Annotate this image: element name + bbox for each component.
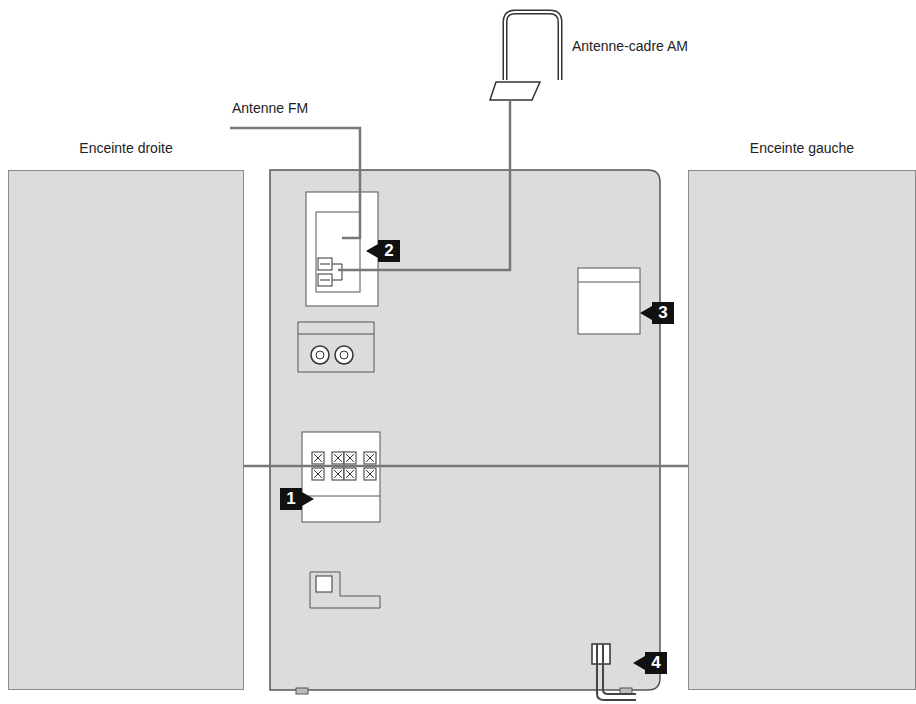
- callout-pointer: [640, 306, 652, 320]
- mains-cord: [597, 644, 636, 700]
- terminal-mark: [346, 454, 354, 462]
- terminal-mark: [334, 470, 342, 478]
- rca-jack: [316, 351, 324, 359]
- terminal: [344, 452, 356, 464]
- main-unit: [270, 170, 660, 690]
- callout-number: 2: [378, 240, 400, 262]
- terminal-mark: [346, 470, 354, 478]
- terminal-mark: [366, 470, 374, 478]
- callout-pointer: [633, 656, 645, 670]
- antenna-terminal-frame: [316, 212, 360, 292]
- speaker: Enceinte droite: [8, 140, 244, 690]
- speaker-label: Enceinte gauche: [688, 140, 916, 156]
- unit-foot: [296, 688, 308, 694]
- callout-number: 1: [280, 488, 302, 510]
- terminal-mark: [366, 454, 374, 462]
- terminal-mark: [314, 454, 322, 462]
- cord-clamp: [592, 644, 610, 664]
- socket: [316, 576, 332, 592]
- antenna-label: Antenne-cadre AM: [572, 38, 688, 54]
- socket-panel: [310, 572, 380, 608]
- callout-number: 4: [645, 652, 667, 674]
- rca-jack: [340, 351, 348, 359]
- terminal-mark: [314, 470, 322, 478]
- terminal: [332, 452, 344, 464]
- am-loop: [505, 12, 560, 80]
- speaker-cabinet: [8, 170, 244, 690]
- speaker: Enceinte gauche: [688, 140, 916, 690]
- speaker-label: Enceinte droite: [8, 140, 244, 156]
- am-antenna-wire: [338, 100, 510, 270]
- antenna-panel: [306, 192, 378, 306]
- rca-jack: [311, 346, 329, 364]
- terminal: [344, 468, 356, 480]
- panel-edge: [298, 334, 374, 335]
- callout-pointer: [366, 244, 378, 258]
- terminal: [364, 452, 376, 464]
- callout-pointer: [302, 492, 314, 506]
- panel-edge: [302, 496, 380, 497]
- terminal: [312, 452, 324, 464]
- speaker-cabinet: [688, 170, 916, 690]
- callout-number: 3: [652, 302, 674, 324]
- antenna-label: Antenne FM: [232, 100, 308, 116]
- line-out-panel: [298, 322, 374, 372]
- am-loop-inner: [505, 12, 560, 80]
- fm-antenna-wire: [230, 128, 360, 238]
- am-terminal-wire: [320, 264, 342, 280]
- voltage-selector-panel: [578, 268, 640, 334]
- terminal: [332, 468, 344, 480]
- speaker-terminal-panel: [302, 432, 380, 522]
- panel-edge: [578, 282, 640, 283]
- am-loop-base: [490, 82, 540, 100]
- terminal-mark: [334, 454, 342, 462]
- rca-jack: [335, 346, 353, 364]
- terminal: [364, 468, 376, 480]
- terminal: [312, 468, 324, 480]
